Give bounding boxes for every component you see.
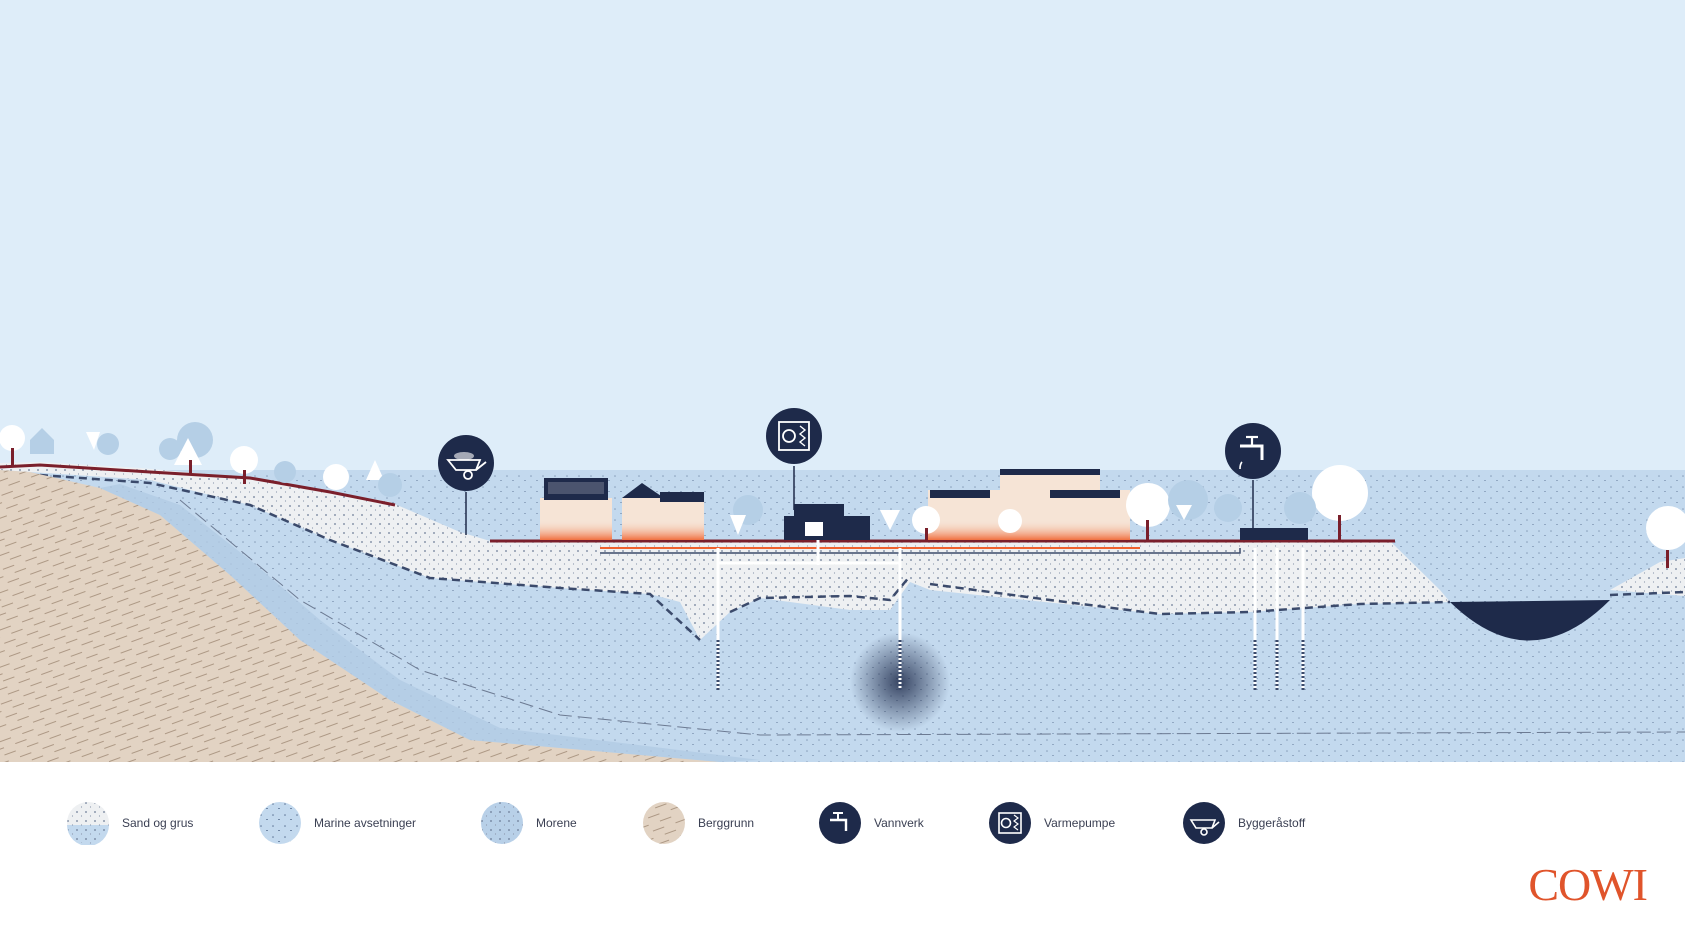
- bedrock-texture: [0, 470, 720, 762]
- houses: [540, 469, 1308, 540]
- sand-texture: [0, 462, 1450, 640]
- legend-item-sand-gravel: Sand og grus: [66, 800, 193, 846]
- legend-label: Varmepumpe: [1044, 816, 1116, 830]
- moraine-boundary: [179, 499, 1685, 736]
- cowi-logo: COWI: [1528, 859, 1648, 910]
- water-pipe: [600, 548, 1241, 554]
- trees-left: [0, 422, 402, 497]
- legend-item-waterworks: Vannverk: [818, 800, 924, 846]
- sand-swatch: [67, 802, 109, 845]
- groundwater-table: [39, 473, 1685, 641]
- heatpump-icon: [766, 408, 822, 464]
- legend-item-building-material: Byggeråstoff: [1182, 800, 1305, 846]
- road-left: [0, 463, 396, 507]
- legend-item-heatpump: Varmepumpe: [988, 800, 1115, 846]
- legend-label: Morene: [536, 816, 577, 830]
- trees-right: [730, 465, 1685, 568]
- tap-icon: [819, 802, 861, 844]
- legend-label: Berggrunn: [698, 816, 755, 830]
- legend-panel: [0, 762, 1685, 947]
- legend-label: Byggeråstoff: [1238, 816, 1306, 830]
- heatpump-callout[interactable]: [766, 408, 822, 510]
- well-screens: [716, 640, 1305, 690]
- moraine-swatch: [481, 802, 523, 844]
- legend-label: Marine avsetninger: [314, 816, 417, 830]
- legend-label: Sand og grus: [122, 816, 194, 830]
- marine-swatch: [259, 802, 301, 844]
- legend-item-marine: Marine avsetninger: [258, 800, 416, 846]
- tap-icon: [1225, 423, 1281, 479]
- wells: [716, 530, 1305, 690]
- wheelbarrow-icon: [438, 435, 494, 491]
- legend-item-moraine: Morene: [480, 800, 577, 846]
- heatpump-icon: [989, 802, 1031, 844]
- legend-label: Vannverk: [874, 816, 924, 830]
- lake: [1450, 600, 1610, 641]
- wheelbarrow-icon: [1183, 802, 1225, 844]
- tap-callout[interactable]: [1225, 423, 1281, 528]
- moraine-band: [100, 484, 760, 762]
- bedrock-swatch: [643, 802, 685, 844]
- legend-item-bedrock: Berggrunn: [642, 800, 754, 846]
- wheelbarrow-callout[interactable]: [438, 435, 494, 535]
